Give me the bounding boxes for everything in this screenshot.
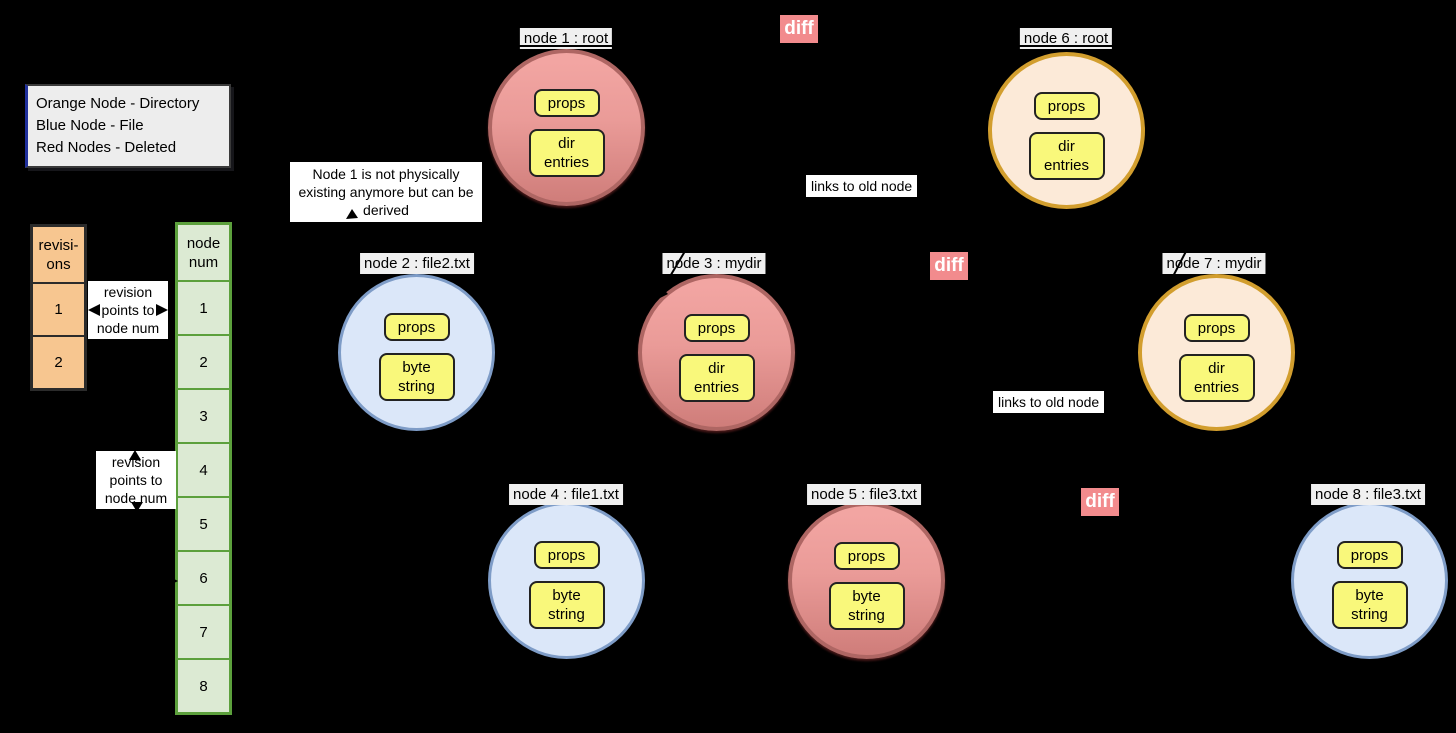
- node-num-cell-8: 8: [199, 677, 208, 695]
- node-1-derived-note: Node 1 is not physically existing anymor…: [290, 162, 482, 222]
- node-2-label: node 2 : file2.txt: [360, 253, 474, 274]
- node-1-label: node 1 : root: [519, 28, 613, 49]
- node-4-label: node 4 : file1.txt: [509, 484, 623, 505]
- node-7-label: node 7 : mydir: [1162, 253, 1266, 274]
- node-num-cell-4: 4: [178, 444, 229, 498]
- node-4-circle: props byte string: [488, 502, 645, 659]
- diff-badge-top: diff: [780, 15, 818, 43]
- node-num-header-line2: num: [188, 253, 219, 271]
- node-5-label: node 5 : file3.txt: [807, 484, 921, 505]
- node-5-props-box: props: [833, 542, 900, 570]
- node-4-props-box: props: [533, 541, 600, 569]
- revisions-header-line1: revisi-: [38, 236, 79, 254]
- node-7-dir-entries-box: dir entries: [1178, 354, 1255, 402]
- node-1-circle: props dir entries: [488, 49, 645, 206]
- node-3-label: node 3 : mydir: [662, 253, 766, 274]
- node-8-props-box: props: [1336, 541, 1403, 569]
- links-to-old-node-note-middle: links to old node: [993, 391, 1105, 413]
- node-1-dir-entries-box: dir entries: [528, 129, 605, 177]
- node-6-label: node 6 : root: [1019, 28, 1113, 49]
- node-6-props-box: props: [1033, 92, 1100, 120]
- node-8-byte-string-box: byte string: [1331, 581, 1408, 629]
- revisions-table: revisi- ons 1 2: [30, 224, 87, 391]
- diff-badge-middle: diff: [930, 252, 968, 280]
- node-5-circle: props byte string: [788, 502, 945, 659]
- node-3-props-box: props: [683, 314, 750, 342]
- legend-line-directory: Orange Node - Directory: [36, 95, 200, 112]
- node-num-cell-2: 2: [178, 336, 229, 390]
- legend-box: Orange Node - Directory Blue Node - File…: [25, 84, 231, 168]
- node-num-cell-3: 3: [178, 390, 229, 444]
- revision-points-note-2: revision points to node num: [96, 451, 176, 509]
- revisions-cell-1: 1: [33, 284, 84, 337]
- node-num-table-header: node num: [178, 225, 229, 282]
- node-7-props-box: props: [1183, 314, 1250, 342]
- node-num-cell-1: 1: [178, 282, 229, 336]
- node-1-props-box: props: [533, 89, 600, 117]
- node-2-circle: props byte string: [338, 274, 495, 431]
- node-8-circle: props byte string: [1291, 502, 1448, 659]
- links-to-old-node-note-top: links to old node: [806, 175, 918, 197]
- node-2-props-box: props: [383, 313, 450, 341]
- node-num-cell-6: 6: [178, 552, 229, 606]
- legend-line-file: Blue Node - File: [36, 117, 144, 134]
- node-num-table: node num 1 2 3 4 5 6 7 8: [175, 222, 232, 715]
- node-8-label: node 8 : file3.txt: [1311, 484, 1425, 505]
- node-4-byte-string-box: byte string: [528, 581, 605, 629]
- node-3-circle: props dir entries: [638, 274, 795, 431]
- node-5-byte-string-box: byte string: [828, 582, 905, 630]
- node-6-circle: props dir entries: [988, 52, 1145, 209]
- revisions-header-line2: ons: [46, 255, 71, 273]
- revisions-cell-2: 2: [54, 354, 63, 371]
- node-num-cell-7: 7: [178, 606, 229, 660]
- node-num-header-line1: node: [186, 234, 221, 252]
- revisions-table-header: revisi- ons: [33, 227, 84, 284]
- node-num-cell-5: 5: [178, 498, 229, 552]
- diff-badge-bottom: diff: [1081, 488, 1119, 516]
- node-2-byte-string-box: byte string: [378, 353, 455, 401]
- node-3-dir-entries-box: dir entries: [678, 354, 755, 402]
- legend-line-deleted: Red Nodes - Deleted: [36, 139, 177, 156]
- node-7-circle: props dir entries: [1138, 274, 1295, 431]
- node-6-dir-entries-box: dir entries: [1028, 132, 1105, 180]
- revision-points-note-1: revision points to node num: [88, 281, 168, 339]
